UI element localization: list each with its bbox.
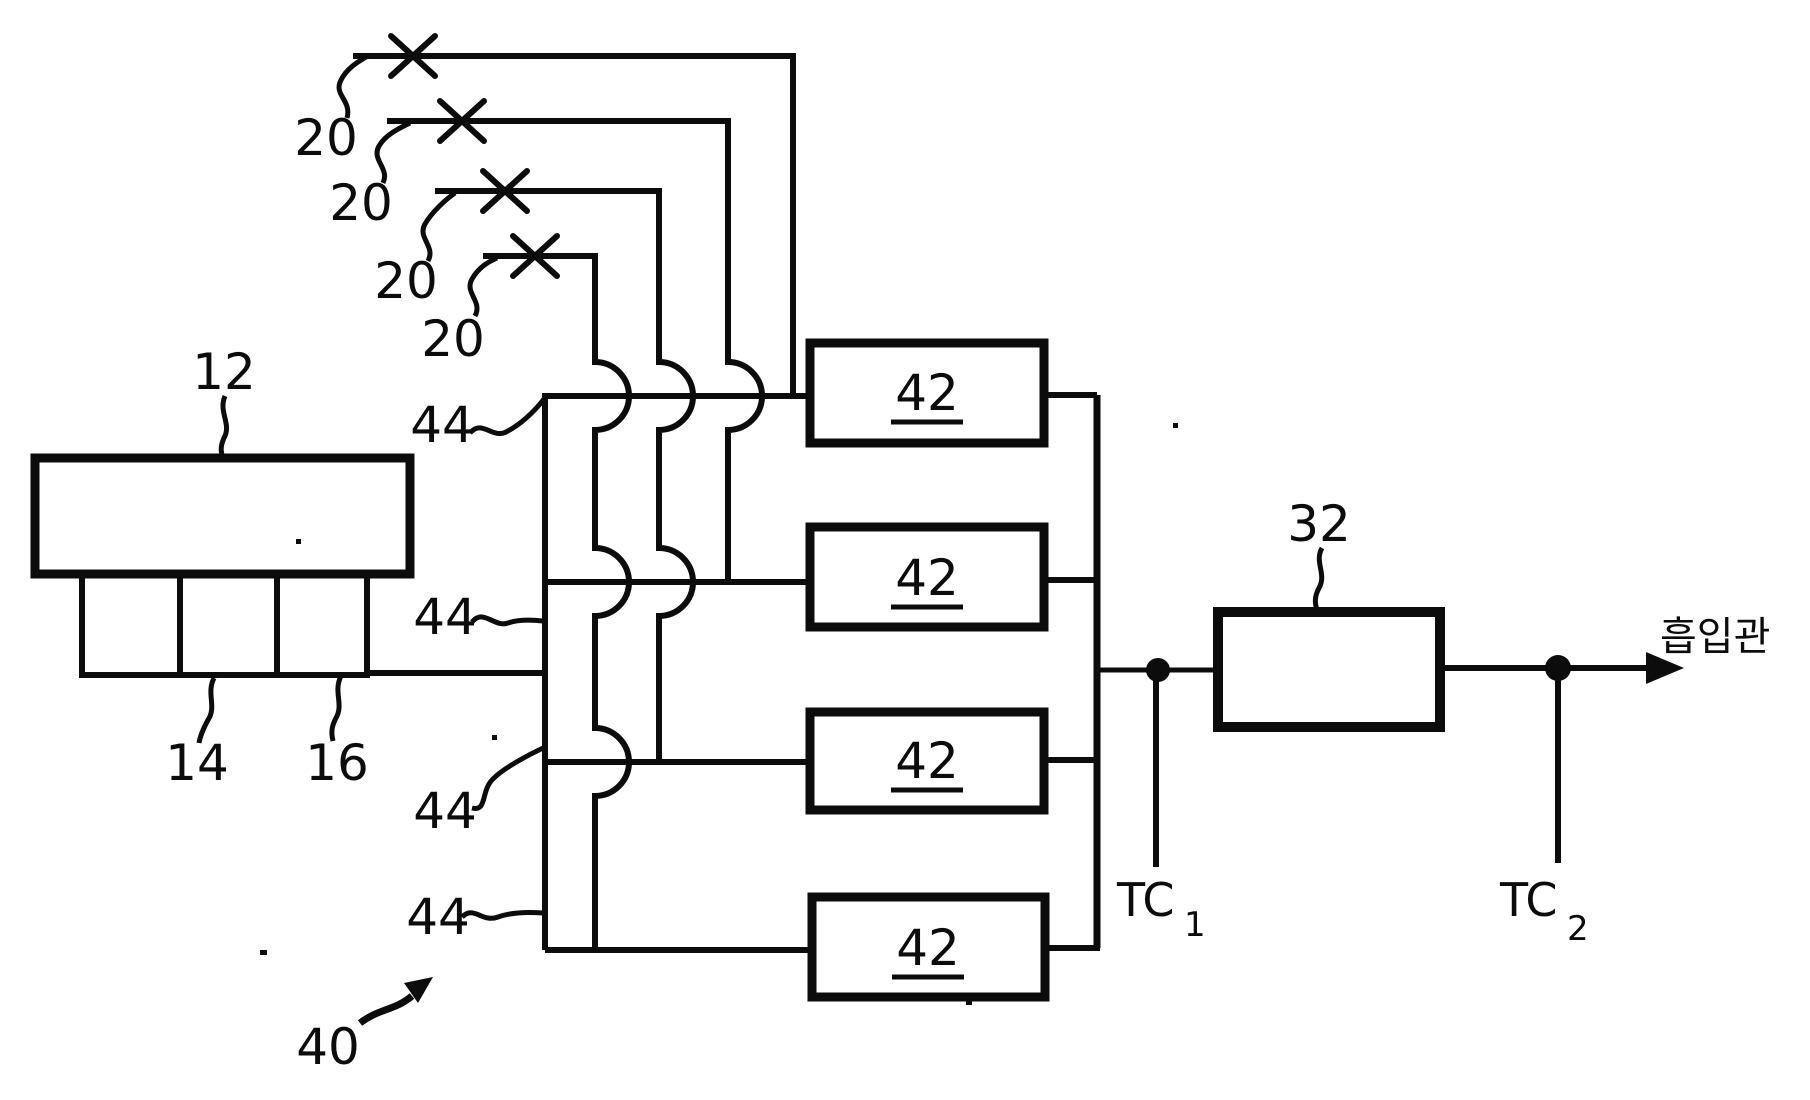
branch-label-2-leader — [470, 614, 544, 627]
engine-label-leader — [218, 395, 230, 460]
mixer-group — [1213, 607, 1445, 732]
cylinder-box-2 — [177, 571, 280, 678]
valve-label-1: 20 — [294, 109, 358, 167]
scan-speck — [492, 735, 497, 740]
branch-label-1: 44 — [410, 396, 474, 454]
scan-specks — [260, 423, 1178, 1005]
scan-speck — [296, 539, 301, 544]
supply-line-label-leader — [329, 674, 344, 742]
sensor-labels-group: TC 1 TC 2 흡입관 — [1116, 614, 1770, 949]
mixer-label-leader — [1312, 546, 1325, 612]
collector-group — [1093, 395, 1218, 948]
unit-label-4: 42 — [896, 919, 960, 977]
valve-symbol-2 — [437, 98, 487, 144]
branch-label-4-leader — [460, 910, 544, 921]
valve-label-4: 20 — [421, 310, 485, 368]
supply-line-label-16: 16 — [305, 734, 369, 792]
scan-speck — [1173, 423, 1178, 428]
branch-label-3-leader — [471, 745, 545, 811]
unit-boxes-group: 42 42 42 42 — [805, 338, 1100, 1002]
tc1-label: TC — [1116, 873, 1175, 927]
valve-label-4-leader — [467, 255, 499, 318]
system-label-arrowhead — [404, 977, 433, 1003]
cylinders-label-leader — [196, 676, 217, 744]
outlet-label-korean: 흡입관 — [1660, 614, 1770, 660]
valve-symbol-1 — [388, 33, 438, 79]
system-label-arrow-curve — [357, 993, 415, 1026]
valve-line-1 — [353, 53, 796, 396]
valve-symbol-4 — [510, 233, 560, 279]
branch-label-1-leader — [468, 397, 546, 436]
branch-label-4: 44 — [406, 888, 470, 946]
outlet-group — [1440, 652, 1684, 863]
unit-label-1: 42 — [895, 364, 959, 422]
manifold-vertical-and-rail-1 — [542, 393, 810, 950]
branch-label-2: 44 — [413, 588, 477, 646]
unit-label-3: 42 — [895, 732, 959, 790]
valve-label-3: 20 — [374, 252, 438, 310]
labels-group: 12 14 16 20 20 20 20 44 44 44 44 32 40 — [165, 54, 1351, 1076]
tc2-label: TC — [1499, 873, 1558, 927]
valve-label-1-leader — [336, 54, 368, 119]
tc2-subscript: 2 — [1567, 909, 1589, 949]
mixer-label-32: 32 — [1287, 495, 1351, 553]
manifold-group — [542, 393, 815, 953]
unit-label-2: 42 — [895, 549, 959, 607]
engine-label-12: 12 — [192, 343, 256, 401]
valve-line-4 — [483, 253, 632, 950]
scan-speck — [260, 950, 267, 955]
valve-symbol-3 — [480, 168, 530, 214]
cylinders-label-14: 14 — [165, 734, 229, 792]
valve-label-2-leader — [374, 120, 412, 185]
cylinder-box-1 — [79, 571, 183, 678]
valve-label-3-leader — [420, 190, 457, 263]
branch-label-3: 44 — [413, 782, 477, 840]
engine-block-12 — [30, 453, 415, 579]
valve-label-2: 20 — [329, 174, 393, 232]
system-label-40: 40 — [296, 1018, 360, 1076]
valve-line-3 — [435, 188, 696, 762]
scan-speck — [966, 1000, 972, 1005]
outlet-arrowhead — [1646, 652, 1684, 684]
cylinder-box-3 — [274, 571, 370, 678]
tc1-subscript: 1 — [1184, 905, 1206, 945]
mixer-box-32 — [1213, 607, 1445, 732]
